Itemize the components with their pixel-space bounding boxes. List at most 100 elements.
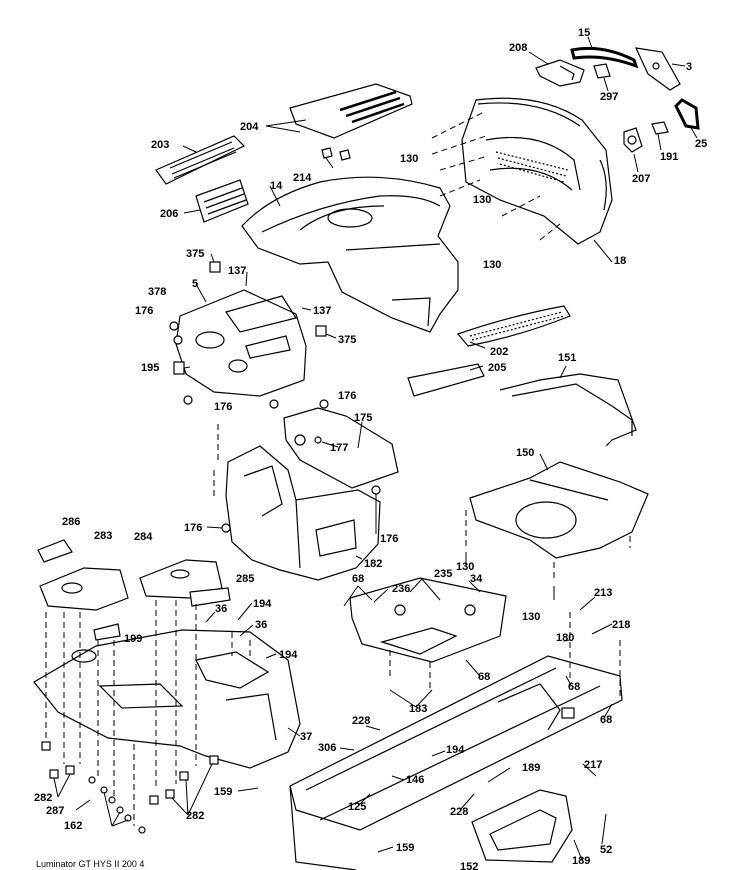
part-206-grille — [195, 179, 249, 223]
part-150-pan — [469, 461, 649, 559]
label-18: 18 — [614, 255, 626, 267]
label-130-a: 130 — [400, 153, 418, 165]
label-375-a: 375 — [186, 248, 204, 260]
label-206: 206 — [160, 208, 178, 220]
part-152-seat — [471, 789, 573, 863]
part-375-knob — [209, 261, 327, 337]
label-176-e: 176 — [380, 533, 398, 545]
label-375-b: 375 — [338, 334, 356, 346]
label-189-b: 189 — [572, 855, 590, 867]
part-286-cap — [37, 539, 73, 563]
label-159-b: 159 — [396, 842, 414, 854]
label-34: 34 — [470, 573, 483, 585]
part-14-hood — [241, 176, 459, 333]
label-203: 203 — [151, 139, 169, 151]
label-208: 208 — [509, 42, 527, 54]
label-176-b: 176 — [338, 390, 356, 402]
label-194-c: 194 — [446, 744, 465, 756]
label-68-c: 68 — [568, 681, 580, 693]
label-3: 3 — [686, 61, 692, 73]
label-202: 202 — [490, 346, 508, 358]
label-286: 286 — [62, 516, 80, 528]
label-37: 37 — [300, 731, 312, 743]
label-152: 152 — [460, 861, 478, 870]
label-5: 5 — [192, 278, 198, 290]
label-177: 177 — [330, 442, 348, 454]
label-130-b: 130 — [473, 194, 491, 206]
label-214: 214 — [293, 172, 312, 184]
label-150: 150 — [516, 447, 534, 459]
label-282-a: 282 — [34, 792, 52, 804]
part-204-hood-insert — [289, 83, 413, 139]
label-151: 151 — [558, 352, 576, 364]
label-217: 217 — [584, 759, 602, 771]
label-68-a: 68 — [352, 573, 364, 585]
label-15: 15 — [578, 27, 590, 39]
part-285-cover — [189, 587, 231, 607]
label-283: 283 — [94, 530, 112, 542]
label-125: 125 — [348, 801, 366, 813]
label-137-a: 137 — [228, 265, 246, 277]
part-283-fender-panel — [39, 567, 129, 611]
label-175: 175 — [354, 412, 372, 424]
label-207: 207 — [632, 173, 650, 185]
part-5-dash-panel — [175, 289, 307, 397]
part-297-clip — [593, 63, 611, 79]
part-labels: 15 208 3 297 25 191 207 18 204 214 203 2… — [34, 27, 707, 870]
label-68-b: 68 — [478, 671, 490, 683]
label-235: 235 — [434, 568, 452, 580]
label-282-b: 282 — [186, 810, 204, 822]
part-3-bracket — [634, 47, 681, 91]
label-199: 199 — [124, 633, 142, 645]
label-176-a: 176 — [135, 305, 153, 317]
label-228-a: 228 — [352, 715, 370, 727]
footer-reference: Luminator GT HYS II 200 4 — [36, 859, 145, 869]
part-199-plate — [93, 623, 121, 641]
label-182: 182 — [364, 558, 382, 570]
label-137-b: 137 — [313, 305, 331, 317]
label-204: 204 — [240, 121, 259, 133]
leader-lines — [53, 36, 698, 861]
label-228-b: 228 — [450, 806, 468, 818]
part-195-bolt — [173, 361, 185, 375]
part-284-fender-panel — [139, 559, 223, 599]
part-176-bolts — [169, 321, 381, 533]
part-182-dash-lower — [225, 445, 381, 581]
label-306: 306 — [318, 742, 336, 754]
label-194-b: 194 — [279, 649, 298, 661]
part-202-grille — [456, 305, 571, 347]
label-191: 191 — [660, 151, 678, 163]
label-180: 180 — [556, 632, 574, 644]
label-284: 284 — [134, 531, 153, 543]
label-213: 213 — [594, 587, 612, 599]
label-297: 297 — [600, 91, 618, 103]
label-195: 195 — [141, 362, 159, 374]
label-378: 378 — [148, 286, 166, 298]
label-287: 287 — [46, 805, 64, 817]
part-175-bracket — [283, 407, 399, 489]
part-37-fender — [33, 629, 301, 769]
label-36-b: 36 — [255, 619, 267, 631]
label-159-a: 159 — [214, 786, 232, 798]
label-205: 205 — [488, 362, 506, 374]
part-151-bracket — [499, 373, 637, 447]
part-205-bracket — [407, 363, 485, 397]
label-14: 14 — [270, 180, 283, 192]
label-130-d: 130 — [456, 561, 474, 573]
label-183: 183 — [409, 703, 427, 715]
part-191-clip — [651, 121, 669, 135]
part-207-socket — [623, 127, 643, 153]
label-36-a: 36 — [215, 603, 227, 615]
label-162: 162 — [64, 820, 82, 832]
part-15-lens — [570, 46, 639, 69]
part-25-lens — [674, 98, 700, 130]
label-68-d: 68 — [600, 714, 612, 726]
label-176-c: 176 — [214, 401, 232, 413]
part-34-seat-pan — [349, 577, 507, 663]
label-146: 146 — [406, 774, 424, 786]
part-214-clips — [321, 147, 351, 161]
part-282-nuts — [41, 741, 219, 805]
label-25: 25 — [695, 138, 707, 150]
alignment-lines — [45, 111, 631, 826]
